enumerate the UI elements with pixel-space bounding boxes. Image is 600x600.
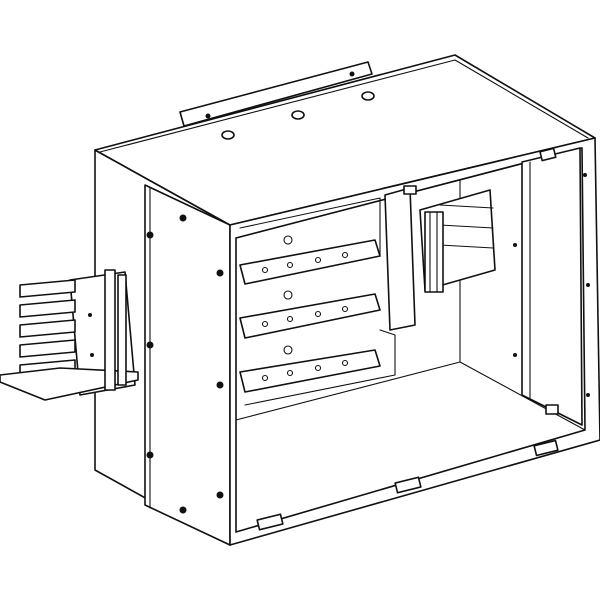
top-edge-line (99, 59, 589, 153)
terminal-block (384, 185, 496, 331)
floor-feet (256, 147, 559, 531)
right-inner-panel (521, 147, 583, 426)
frame-screws (146, 173, 590, 514)
top-mounting-bracket (179, 61, 375, 140)
busbar-shelves (239, 197, 396, 406)
side-flange-plate (144, 184, 231, 546)
plug-in-connector (0, 269, 139, 401)
